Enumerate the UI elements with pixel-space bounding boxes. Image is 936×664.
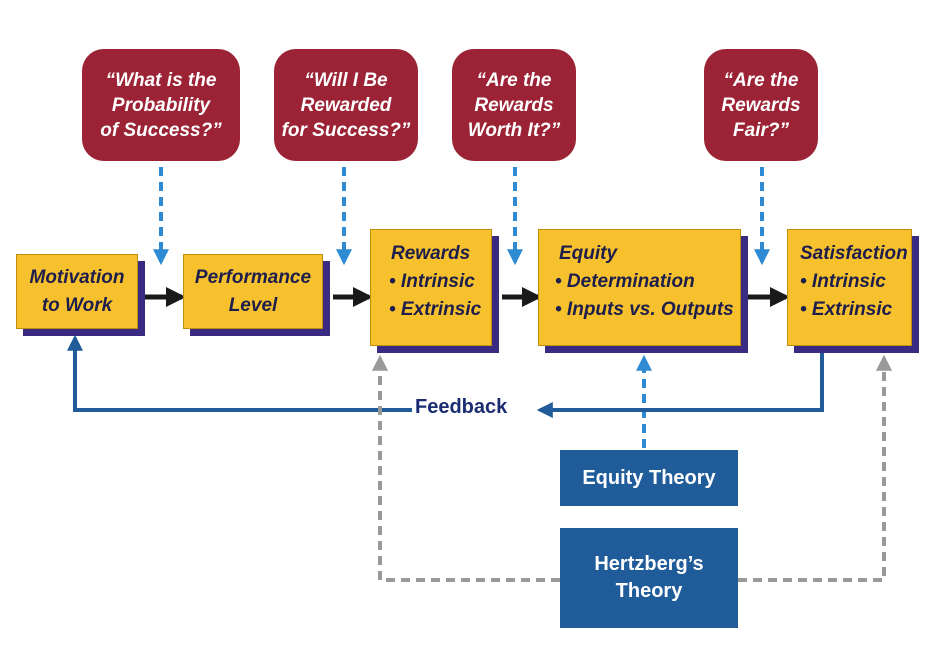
feedback-line-to-motivation <box>67 334 412 412</box>
question-line: Worth It?” <box>467 119 561 141</box>
box-bullet: • Extrinsic <box>389 299 482 320</box>
theory-line: Theory <box>615 580 683 602</box>
question-line: of Success?” <box>100 119 222 141</box>
box-line: Level <box>228 294 278 316</box>
question-line: “Are the <box>476 69 552 91</box>
question-line: “Will I Be <box>304 69 388 91</box>
question-line: Rewards <box>721 94 801 116</box>
box-equity: Equity • Determination • Inputs vs. Outp… <box>538 229 741 346</box>
box-performance-level: Performance Level <box>183 254 323 329</box>
box-bullet: • Inputs vs. Outputs <box>555 299 734 320</box>
box-line: Performance <box>194 266 312 288</box>
question-line: Rewards <box>474 94 554 116</box>
question-rewarded-for-success: “Will I Be Rewarded for Success?” <box>274 49 418 161</box>
box-bullet: • Determination <box>555 271 695 292</box>
question-line: Probability <box>111 94 211 116</box>
question-line: Fair?” <box>733 119 789 141</box>
box-motivation-to-work: Motivation to Work <box>16 254 138 329</box>
theory-line: Equity Theory <box>582 466 716 489</box>
box-bullet: • Intrinsic <box>389 271 475 292</box>
box-equity-theory: Equity Theory <box>560 450 738 506</box>
question-rewards-fair: “Are the Rewards Fair?” <box>704 49 818 161</box>
box-title: Rewards <box>391 243 471 264</box>
question-rewards-worth-it: “Are the Rewards Worth It?” <box>452 49 576 161</box>
dashed-gray-to-rewards <box>372 354 560 582</box>
dashed-gray-to-satisfaction <box>738 354 892 582</box>
question-line: Rewarded <box>300 94 392 116</box>
feedback-line-from-satisfaction <box>536 346 824 418</box>
question-probability-of-success: “What is the Probability of Success?” <box>82 49 240 161</box>
feedback-label: Feedback <box>412 396 511 419</box>
question-line: for Success?” <box>281 119 411 141</box>
box-title: Satisfaction <box>800 243 908 264</box>
box-rewards: Rewards • Intrinsic • Extrinsic <box>370 229 492 346</box>
box-bullet: • Intrinsic <box>800 271 886 292</box>
box-hertzbergs-theory: Hertzberg’s Theory <box>560 528 738 628</box>
question-line: “Are the <box>723 69 799 91</box>
box-bullet: • Extrinsic <box>800 299 893 320</box>
question-line: “What is the <box>105 69 217 91</box>
box-line: to Work <box>41 294 113 316</box>
box-satisfaction: Satisfaction • Intrinsic • Extrinsic <box>787 229 912 346</box>
box-line: Motivation <box>29 266 125 288</box>
box-title: Equity <box>559 243 618 264</box>
theory-line: Hertzberg’s <box>594 553 704 575</box>
